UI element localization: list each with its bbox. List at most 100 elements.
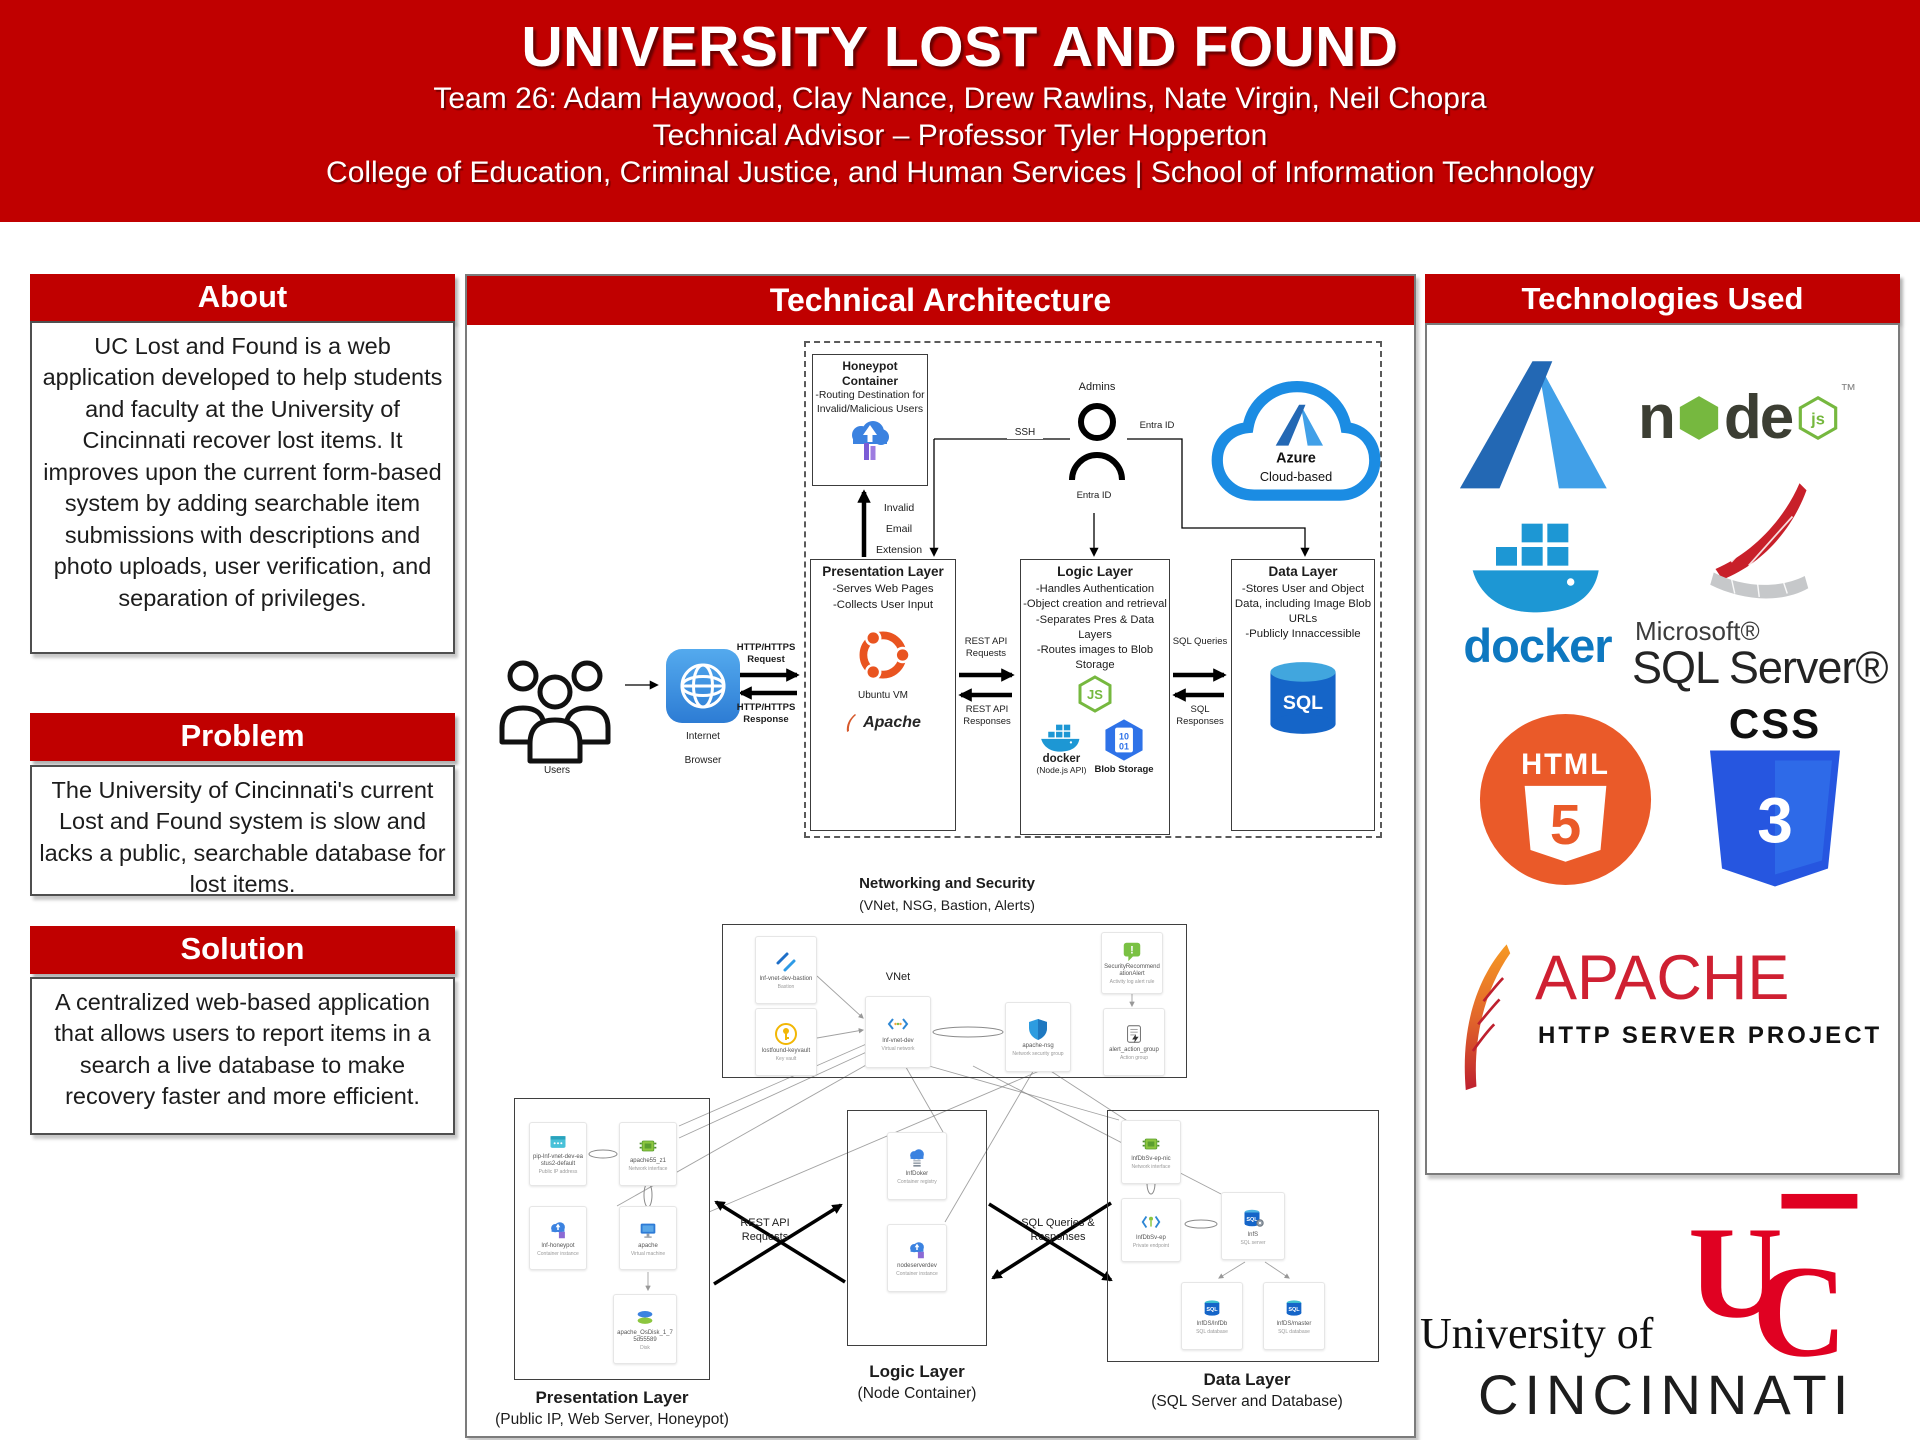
data-title: Data Layer	[1268, 564, 1338, 579]
users-label: Users	[543, 765, 571, 776]
card-name: lostfound-keyvault	[761, 1047, 811, 1054]
sql-responses-label: SQL Responses	[1176, 704, 1224, 728]
netsec-title: Networking and Security	[859, 875, 1035, 892]
container-registry-card: lnfDoker Container registry	[887, 1132, 947, 1200]
sql-database-icon: SQL	[1286, 1300, 1302, 1316]
sql-cylinder-text: SQL	[1283, 692, 1323, 714]
problem-body: The University of Cincinnati's current L…	[30, 765, 455, 897]
sql-database-icon: SQL	[1270, 662, 1336, 735]
container-instance-icon	[910, 1242, 924, 1259]
apache-logo-text: APACHE	[1535, 943, 1790, 1013]
network-interface-card: apache55_z1 Network interface	[619, 1122, 677, 1186]
solution-heading: Solution	[30, 926, 455, 974]
card-type: Virtual machine	[630, 1250, 666, 1257]
sql-server-card: SQL lnfS SQL server	[1221, 1192, 1285, 1260]
logic-bullet-4: -Routes images to Blob Storage	[1036, 644, 1154, 671]
uc-monogram: U C	[1688, 1193, 1858, 1372]
db-network-interface-card: lnfDbSv-ep-nic Network interface	[1121, 1120, 1181, 1184]
card-name: apache55_z1	[629, 1157, 667, 1164]
logic-bullet-1: -Handles Authentication	[1035, 582, 1155, 595]
card-name: lnfDS/master	[1276, 1320, 1312, 1327]
architecture-panel: Technical Architecture	[465, 274, 1416, 1438]
card-name: alert_action_group	[1109, 1046, 1159, 1053]
ubuntu-label: Ubuntu VM	[857, 689, 909, 701]
entra-id-down-label: Entra ID	[1076, 490, 1112, 501]
deploy-logic-box	[847, 1110, 987, 1346]
card-type: Network interface	[628, 1165, 668, 1172]
poster-title: UNIVERSITY LOST AND FOUND	[521, 15, 1399, 79]
keyvault-card: lostfound-keyvault Key vault	[755, 1008, 817, 1076]
card-name: lnfDoker	[905, 1170, 929, 1177]
card-type: Public IP address	[538, 1169, 578, 1176]
about-body: UC Lost and Found is a web application d…	[30, 321, 455, 654]
docker-label: docker	[1042, 753, 1081, 766]
card-name: apache_OsDisk_1_75d55589	[617, 1330, 673, 1344]
css3-number: 3	[1757, 785, 1793, 857]
sql-mini-text: SQL	[1206, 1307, 1218, 1313]
keyvault-icon	[775, 1022, 797, 1045]
vnet-card: lnf-vnet-dev Virtual network	[865, 996, 931, 1068]
rest-responses-label: REST API Responses	[963, 704, 1011, 728]
virtual-network-icon	[887, 1018, 909, 1030]
alert-card: ! SecurityRecommendationAlert Activity l…	[1101, 932, 1163, 994]
deploy-data-title: Data Layer	[1203, 1370, 1291, 1389]
honeypot-desc: -Routing Destination for Invalid/Malicio…	[815, 390, 925, 415]
honeypot-container-box: Honeypot Container -Routing Destination …	[812, 354, 928, 486]
logic-icons-row: docker (Node.js API) 10 01 Blob Storage	[1036, 716, 1154, 775]
card-name: lnf-vnet-dev	[882, 1037, 914, 1044]
data-layer-box: Data Layer -Stores User and Object Data,…	[1231, 559, 1375, 831]
honeypot-icon	[852, 421, 889, 461]
presentation-bullet-2: -Collects User Input	[832, 598, 934, 611]
node-js-badge-icon: js	[1798, 395, 1838, 440]
apache-sub-text: HTTP SERVER PROJECT	[1538, 1022, 1883, 1049]
nodejs-hexagon-icon: JS	[1078, 675, 1112, 713]
apache-feather-logo-icon	[1464, 944, 1511, 1091]
nodejs-js-text: JS	[1087, 687, 1103, 702]
deploy-logic-title: Logic Layer	[869, 1362, 965, 1381]
apache-label: Apache	[863, 713, 921, 731]
azure-title: Azure	[1276, 450, 1316, 466]
browser-label-2: Browser	[684, 755, 722, 766]
team-line: Team 26: Adam Haywood, Clay Nance, Drew …	[433, 82, 1487, 115]
uc-monogram-c: C	[1752, 1239, 1847, 1372]
action-group-card: alert_action_group Action group	[1103, 1008, 1165, 1076]
invalid-email-label: Invalid Email Extension	[875, 502, 923, 556]
svg-text:!: !	[1130, 945, 1134, 957]
network-security-group-icon	[1029, 1018, 1047, 1040]
card-type: Bastion	[777, 983, 795, 990]
nodejs-logo: n de js ™	[1638, 382, 1856, 453]
node-container-card: nodeserverdev Container instance	[887, 1224, 947, 1292]
alert-icon: !	[1123, 943, 1141, 962]
card-type: Container instance	[537, 1250, 579, 1257]
node-letter-n: n	[1638, 383, 1676, 452]
card-type: Network interface	[1131, 1163, 1171, 1170]
ubuntu-icon	[859, 629, 911, 680]
sql-master-db-card: SQL lnfDS/master SQL database	[1263, 1282, 1325, 1350]
card-name: lnfS	[1247, 1231, 1259, 1238]
uc-monogram-u: U	[1688, 1201, 1783, 1346]
honeypot-title: Honeypot Container	[841, 359, 898, 388]
vnet-label: VNet	[885, 971, 911, 983]
deploy-rest-label: REST API Requests	[740, 1217, 790, 1244]
deploy-presentation-title: Presentation Layer	[535, 1388, 689, 1407]
architecture-heading: Technical Architecture	[467, 276, 1414, 325]
card-type: Action group	[1119, 1054, 1149, 1061]
public-ip-icon	[550, 1136, 566, 1149]
connector-overlay	[588, 438, 1310, 1292]
technologies-heading: Technologies Used	[1425, 274, 1900, 323]
card-name: lnfDbSv-ep	[1136, 1234, 1166, 1241]
card-type: Private endpoint	[1132, 1242, 1170, 1249]
deploy-sql-label: SQL Queries & Responses	[1021, 1217, 1095, 1244]
card-name: lnf-honeypot	[541, 1242, 575, 1249]
logic-layer-box: Logic Layer -Handles Authentication -Obj…	[1020, 559, 1170, 835]
action-group-icon	[1127, 1025, 1141, 1043]
netsec-box	[722, 924, 1187, 1078]
blob-storage-icon: 10 01	[1105, 719, 1143, 761]
card-name: SecurityRecommendationAlert	[1104, 964, 1160, 978]
entra-id-right-label: Entra ID	[1139, 420, 1175, 431]
admins-icon	[1069, 403, 1125, 481]
bastion-icon	[776, 952, 796, 972]
card-name: pip-lnf-vnet-dev-eastus2-default	[532, 1154, 584, 1168]
ssh-label: SSH	[1007, 426, 1043, 439]
card-type: Key vault	[775, 1055, 797, 1062]
